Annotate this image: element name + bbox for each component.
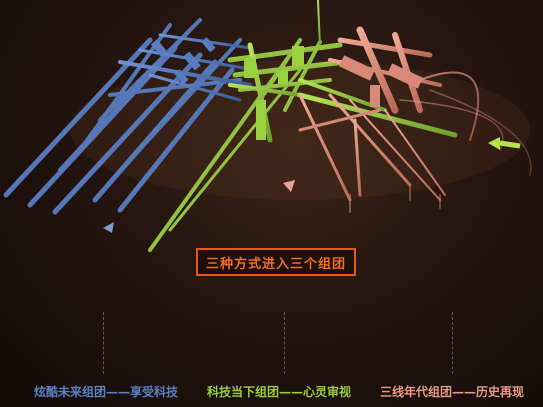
past-blocks: [339, 55, 423, 107]
future-entry-arrow-icon: [103, 222, 114, 233]
reflections: [349, 184, 441, 213]
future-blocks: [150, 37, 216, 85]
past-divider: [452, 312, 453, 374]
present-entry-arrow-icon: [283, 180, 295, 192]
present-blocks: [244, 46, 304, 140]
future-caption: 炫酷未来组团——享受科技: [34, 385, 179, 399]
present-divider: [284, 312, 285, 374]
past-entry-arrow-icon: [488, 137, 500, 150]
past-caption: 三线年代组团——历史再现: [380, 385, 525, 399]
center-label: 三种方式进入三个组团: [196, 248, 356, 276]
future-divider: [103, 312, 104, 374]
present-caption: 科技当下组团——心灵审视: [207, 385, 352, 399]
